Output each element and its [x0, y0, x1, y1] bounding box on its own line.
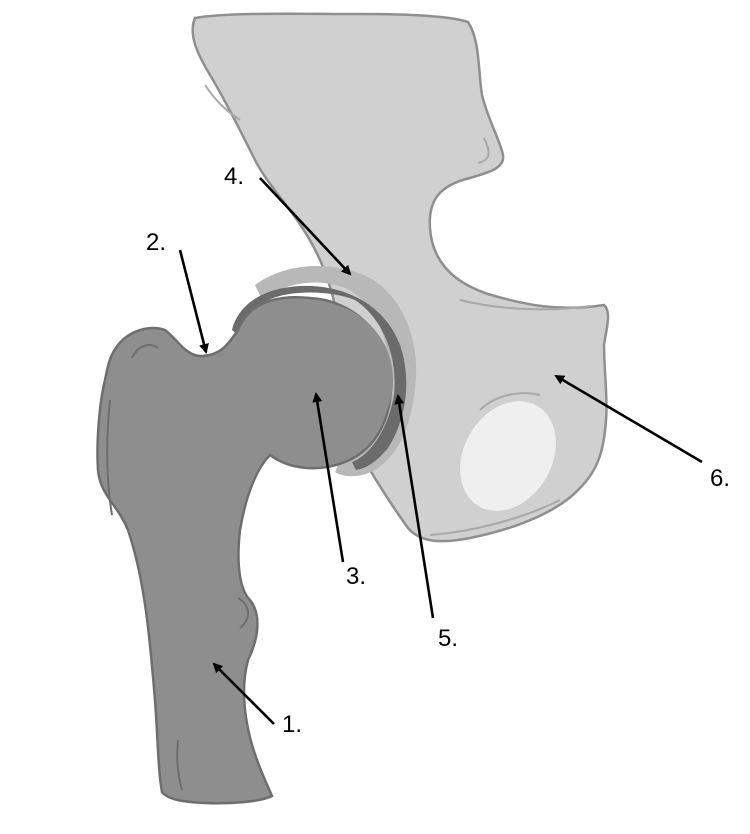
femur-bone	[96, 296, 393, 805]
leader-lines	[178, 177, 703, 725]
label-2: 2.	[146, 229, 166, 256]
label-4: 4.	[224, 163, 244, 190]
femur-contour-knob	[237, 597, 249, 629]
leader-1-arrow-icon	[212, 662, 275, 725]
pelvis-contour-lower	[429, 499, 561, 536]
callout-labels: 1. 2. 3. 4. 5. 6.	[146, 163, 730, 738]
articular-cartilage	[232, 285, 407, 470]
pelvis-contour-upper	[204, 84, 241, 121]
leader-2-arrow-icon	[178, 249, 209, 354]
obturator-foramen	[460, 401, 556, 511]
leader-3-arrow-icon	[312, 392, 345, 563]
label-1: 1.	[282, 711, 302, 738]
pelvis-bone	[191, 12, 610, 543]
pelvis-contour-ear	[477, 137, 490, 164]
femoral-head	[237, 302, 393, 458]
socket-rim	[255, 265, 417, 477]
foramen-rim	[479, 392, 541, 411]
acetabulum	[232, 265, 417, 477]
femur-contour-trochanter	[131, 344, 159, 359]
pelvis-contour-mid	[459, 299, 591, 311]
label-6: 6.	[710, 465, 730, 492]
leader-4-arrow-icon	[259, 177, 352, 276]
femur-contour-bottom	[176, 739, 183, 791]
femur-contour-shaft-left	[106, 399, 113, 516]
leader-5-arrow-icon	[394, 394, 435, 619]
leader-6-arrow-icon	[554, 374, 703, 464]
label-3: 3.	[346, 563, 366, 590]
label-5: 5.	[438, 625, 458, 652]
